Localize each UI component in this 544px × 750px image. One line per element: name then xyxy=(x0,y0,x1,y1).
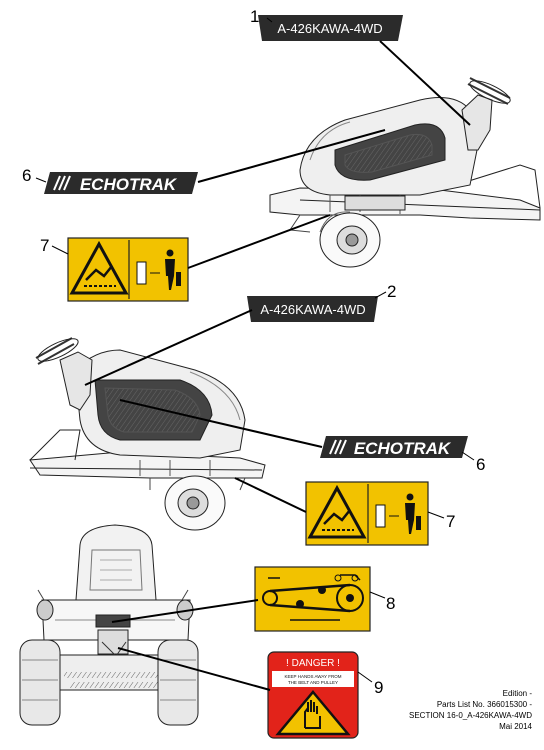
brand-decal-6-top: ECHOTRAK xyxy=(44,172,198,194)
callout-tick-7b xyxy=(427,511,445,519)
mower-side-view-middle xyxy=(29,337,266,531)
model-decal-1: A-426KAWA-4WD xyxy=(258,15,403,41)
callout-tick-9 xyxy=(357,671,373,683)
footer-parts-list: Parts List No. 366015300 - xyxy=(436,700,532,709)
mower-rear-view xyxy=(19,524,199,726)
leader-line-6-middle xyxy=(119,399,323,448)
callout-2: 2 xyxy=(387,282,397,301)
footer-date: Mai 2014 xyxy=(499,722,532,731)
callout-tick-8 xyxy=(369,591,386,599)
brand-decal-6-middle-text: ECHOTRAK xyxy=(354,439,452,458)
callout-6-middle: 6 xyxy=(476,455,486,474)
leader-line-8 xyxy=(111,599,259,623)
danger-line-1: KEEP HANDS AWAY FROM xyxy=(285,674,342,679)
model-decal-2-text: A-426KAWA-4WD xyxy=(260,302,365,317)
callout-1: 1 xyxy=(250,7,260,26)
belt-routing-decal-8 xyxy=(254,566,371,632)
model-decal-2: A-426KAWA-4WD xyxy=(247,296,378,322)
footer-edition: Edition - xyxy=(502,689,532,698)
leader-line-1 xyxy=(379,40,471,126)
callout-9: 9 xyxy=(374,678,384,697)
danger-decal-9: ! DANGER ! KEEP HANDS AWAY FROM THE BELT… xyxy=(267,651,359,739)
leader-line-6-top xyxy=(197,129,386,183)
warning-decal-7-middle xyxy=(305,481,429,546)
callout-tick-1 xyxy=(266,17,273,23)
callout-tick-6b xyxy=(461,451,475,461)
leader-line-9 xyxy=(117,647,271,691)
leader-line-7-top xyxy=(187,214,331,269)
callout-7-top: 7 xyxy=(40,236,50,255)
footer-section: SECTION 16-0_A-426KAWA-4WD xyxy=(409,711,532,720)
callout-tick-6a xyxy=(35,177,47,183)
leader-line-2 xyxy=(84,309,253,386)
callout-6-top: 6 xyxy=(22,166,32,185)
brand-decal-6-top-text: ECHOTRAK xyxy=(80,175,178,194)
danger-line-2: THE BELT AND PULLEY xyxy=(288,680,338,685)
mower-side-view-top xyxy=(269,77,541,268)
leader-line-7-middle xyxy=(234,477,307,513)
callout-7-middle: 7 xyxy=(446,512,456,531)
callout-8: 8 xyxy=(386,594,396,613)
warning-decal-7-top xyxy=(67,237,189,302)
callout-tick-7a xyxy=(51,245,69,255)
brand-decal-6-middle: ECHOTRAK xyxy=(320,436,468,458)
footer-info: Edition - Parts List No. 366015300 - SEC… xyxy=(409,688,532,732)
danger-title: ! DANGER ! xyxy=(286,658,340,669)
callout-tick-2 xyxy=(374,291,387,299)
model-decal-1-text: A-426KAWA-4WD xyxy=(277,21,382,36)
